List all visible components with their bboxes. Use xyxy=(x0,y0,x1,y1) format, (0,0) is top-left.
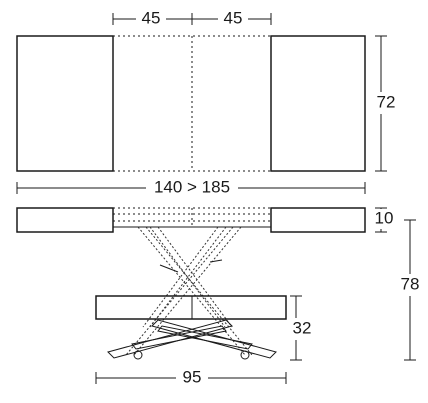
leg-c-edge-2 xyxy=(157,226,233,328)
base-leg-right xyxy=(151,319,277,359)
caster-left xyxy=(133,350,143,360)
caster-right xyxy=(240,350,250,360)
height-label: 78 xyxy=(401,274,420,293)
height-label-bg xyxy=(395,274,425,296)
base-brace-right xyxy=(157,325,253,350)
depth-label-bg xyxy=(370,92,410,114)
leg-c-edge-1 xyxy=(149,226,226,328)
lowered-tabletop xyxy=(95,295,287,320)
leg-d-edge-2 xyxy=(142,226,219,328)
thickness-label: 10 xyxy=(375,208,394,227)
leg-link-right xyxy=(209,259,223,263)
leg-d-edge-1 xyxy=(149,226,227,328)
leg-a-edge-2 xyxy=(145,226,253,356)
leg-link-left xyxy=(159,264,179,273)
top-view-right-panel xyxy=(270,35,366,172)
leg-a-edge-1 xyxy=(137,226,246,356)
extension-right-label-bg xyxy=(218,9,248,29)
base-width-label: 95 xyxy=(183,367,202,386)
side-view-left-top xyxy=(16,207,114,233)
top-view-left-panel xyxy=(16,35,114,172)
width-label-bg xyxy=(146,177,238,199)
base-leg-left xyxy=(107,319,233,359)
thickness-label-bg xyxy=(369,209,393,229)
extension-left-label-bg xyxy=(136,9,166,29)
scissor-legs-extended xyxy=(125,226,253,356)
base-legs xyxy=(107,319,277,360)
width-label: 140 > 185 xyxy=(154,177,230,196)
depth-label: 72 xyxy=(377,92,396,111)
top-view: 45 45 72 140 > 185 xyxy=(16,8,410,199)
extension-right-label: 45 xyxy=(224,8,243,27)
side-view: 10 78 32 95 xyxy=(16,207,425,389)
extension-left-label: 45 xyxy=(142,8,161,27)
low-height-label: 32 xyxy=(293,318,312,337)
low-height-label-bg xyxy=(288,318,316,340)
side-view-right-top xyxy=(270,207,366,233)
base-width-label-bg xyxy=(176,367,208,389)
